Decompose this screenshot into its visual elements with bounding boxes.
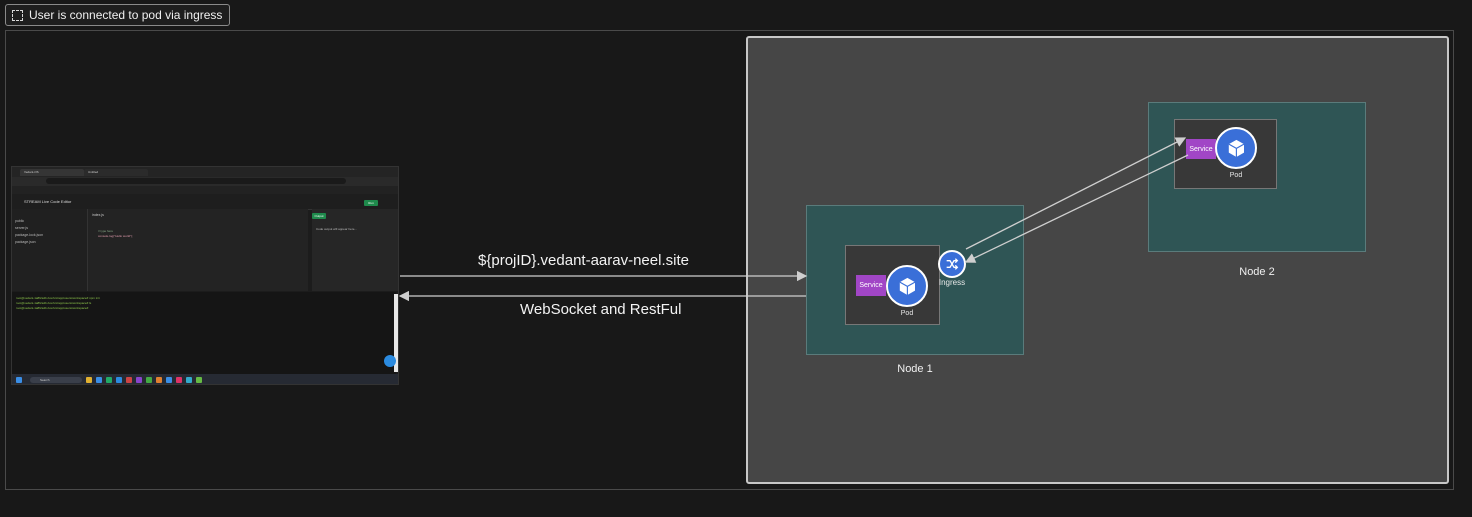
taskbar-app-icon [106,377,112,383]
taskbar-app-icon [156,377,162,383]
os-taskbar [12,374,398,384]
output-text: Code output will appear here... [316,227,357,231]
terminal [12,292,396,374]
pod-label-node-1: Pod [900,310,914,317]
windows-start-icon [16,377,22,383]
backward-connection-label: WebSocket and RestFul [520,301,682,318]
file-item: server.js [15,226,29,230]
taskbar-app-icon [86,377,92,383]
pod-label-node-2: Pod [1229,172,1243,179]
taskbar-app-icon [186,377,192,383]
taskbar-app-icon [166,377,172,383]
frame-title[interactable]: User is connected to pod via ingress [5,4,231,26]
code-line: // type here [98,229,114,233]
kubernetes-ingress-icon[interactable] [938,250,966,278]
taskbar-search: Search [30,377,82,383]
frame-title-text: User is connected to pod via ingress [29,8,223,22]
taskbar-app-icon [126,377,132,383]
browser-tabbar [12,167,398,177]
forward-connection-label: ${projID}.vedant-aarav-neel.site [478,252,689,269]
editor-tab: index.js [92,213,104,217]
kubernetes-pod-icon[interactable] [886,265,928,307]
chat-fab-icon [384,355,396,367]
file-item: package.json [15,240,36,244]
node-1-label: Node 1 [897,363,933,375]
terminal-scrollbar [394,294,398,372]
taskbar-app-icon [176,377,182,383]
file-explorer [12,209,88,291]
code-line: console.log("Hello world"); [98,234,133,238]
run-button: Run [364,200,378,206]
service-tag-node-1[interactable]: Service [856,275,886,296]
taskbar-app-icon [146,377,152,383]
browser-tab: Untitled [84,169,148,176]
service-tag-node-2[interactable]: Service [1186,139,1216,159]
terminal-line: root@vedant-1a8f2a4b:/usr/src/app/users/… [16,306,89,310]
bookmarks-bar [12,186,398,194]
url-field [46,178,346,184]
output-panel: Output Code output will appear here... [312,209,398,291]
browser-tab: Vedant-OS [20,169,84,176]
node-2-label: Node 2 [1239,266,1275,278]
file-item: public [15,219,25,223]
app-title: STREAM Live Code Editor [24,199,72,204]
diagram-canvas [5,30,1454,490]
taskbar-app-icon [196,377,202,383]
file-item: package-lock.json [15,233,44,237]
editor-screenshot: Vedant-OS Untitled STREAM Live Code Edit… [11,166,399,385]
taskbar-app-icon [136,377,142,383]
kubernetes-pod-icon[interactable] [1215,127,1257,169]
terminal-line: root@vedant-1a8f2a4b:/usr/src/app/users/… [16,301,92,305]
taskbar-app-icon [116,377,122,383]
code-editor: index.js // type here console.log("Hello… [88,209,308,291]
ingress-label: Ingress [938,278,966,287]
frame-icon [12,9,23,21]
taskbar-app-icon [96,377,102,383]
terminal-line: root@vedant-1a8f2a4b:/usr/src/app/users/… [16,296,100,300]
output-tab: Output [312,213,326,219]
